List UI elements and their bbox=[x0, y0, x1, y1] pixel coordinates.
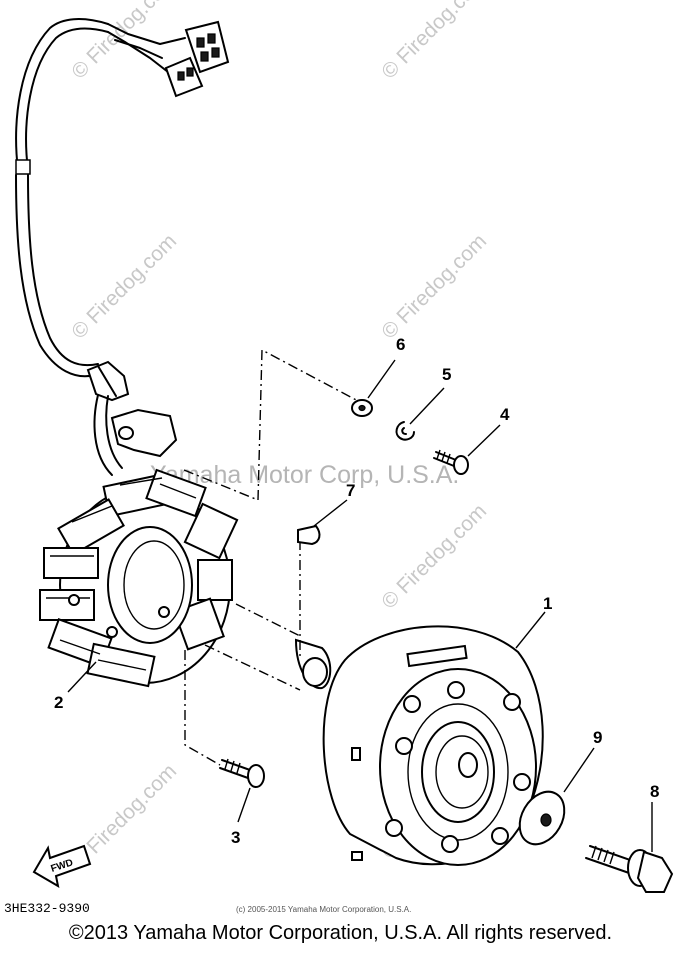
callout-7: 7 bbox=[346, 481, 355, 500]
callout-leaders bbox=[67, 359, 653, 852]
callout-1: 1 bbox=[543, 594, 552, 613]
leader-lines bbox=[183, 348, 361, 766]
crankshaft-end bbox=[204, 540, 332, 691]
diagram-copyright: (c) 2005-2015 Yamaha Motor Corporation, … bbox=[236, 905, 411, 914]
callout-4: 4 bbox=[500, 405, 510, 424]
watermark-yamaha: Yamaha Motor Corp, U.S.A. bbox=[150, 461, 459, 489]
watermark-firedog: © Firedog.com bbox=[67, 230, 181, 344]
bolt-8 bbox=[585, 845, 674, 893]
grommet bbox=[86, 360, 130, 402]
callout-3: 3 bbox=[231, 828, 240, 847]
callout-9: 9 bbox=[593, 728, 602, 747]
callout-8: 8 bbox=[650, 782, 659, 801]
flywheel-rotor bbox=[322, 625, 544, 866]
connector-2pin bbox=[164, 56, 204, 98]
pickup-coil bbox=[93, 394, 178, 476]
callout-numbers: 1 2 3 4 5 6 7 8 9 bbox=[54, 335, 659, 847]
callout-6: 6 bbox=[396, 335, 405, 354]
watermark-firedog: © Firedog.com bbox=[377, 500, 491, 614]
screw-4 bbox=[433, 449, 469, 475]
diagram-code: 3HE332-9390 bbox=[4, 901, 90, 916]
watermark-firedog: © Firedog.com bbox=[377, 0, 491, 84]
footer-copyright: ©2013 Yamaha Motor Corporation, U.S.A. A… bbox=[68, 922, 613, 944]
circlip-5 bbox=[395, 421, 415, 441]
washer-6 bbox=[351, 399, 373, 417]
connector-4pin bbox=[184, 20, 230, 74]
callout-5: 5 bbox=[442, 365, 451, 384]
woodruff-key bbox=[297, 524, 321, 546]
screw-3 bbox=[219, 758, 265, 788]
wiring-harness bbox=[15, 18, 186, 378]
callout-2: 2 bbox=[54, 693, 63, 712]
washer-9 bbox=[518, 790, 566, 846]
watermark-firedog: © Firedog.com bbox=[377, 230, 491, 344]
forward-arrow-icon: FWD bbox=[32, 844, 92, 888]
stator-coil-assembly bbox=[39, 468, 239, 688]
